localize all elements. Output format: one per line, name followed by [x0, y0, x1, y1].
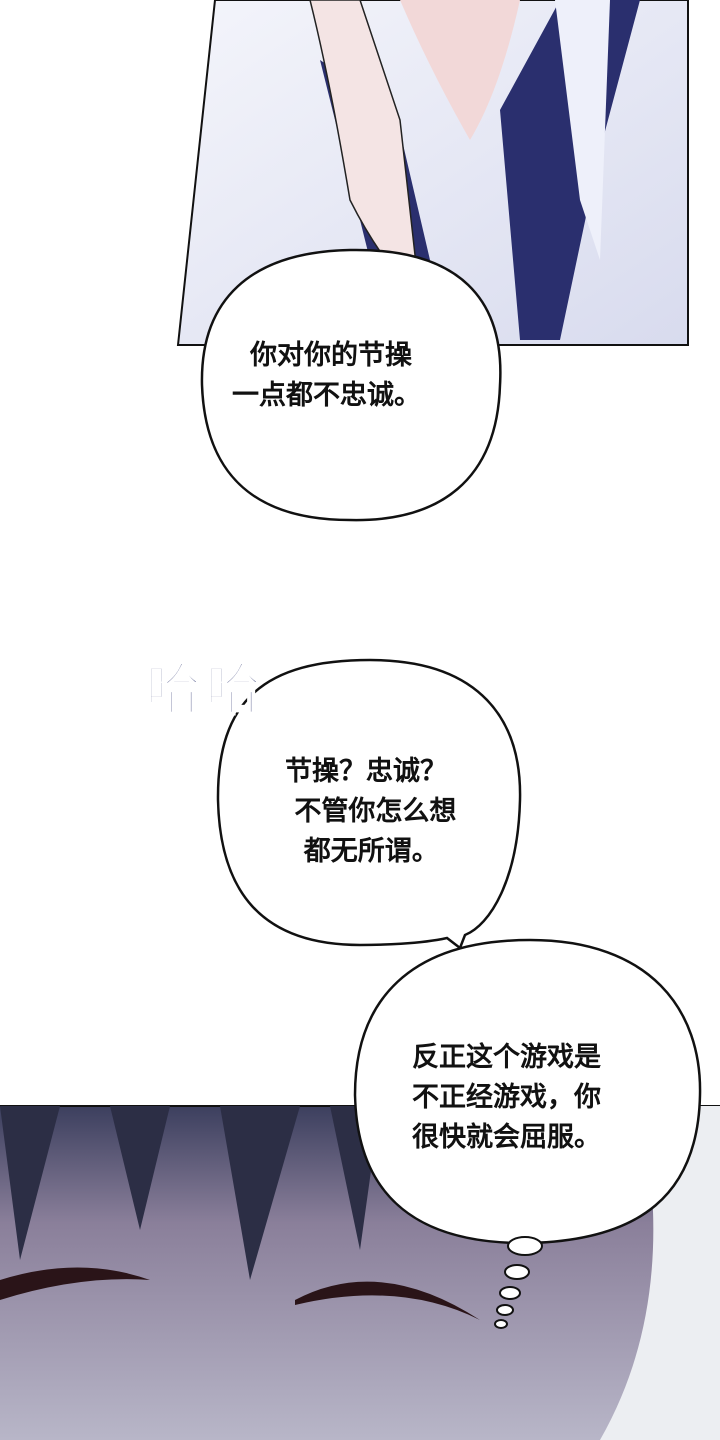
bubble-3-text: 反正这个游戏是不正经游戏，你很快就会屈服。	[412, 1038, 601, 1158]
speech-bubble-2	[216, 658, 522, 951]
bubble-3-line-1: 反正这个游戏是	[412, 1042, 601, 1073]
bubble-3-line-3: 很快就会屈服。	[412, 1122, 601, 1153]
bubble-2-text: 节操？忠诚？ 不管你怎么想 都无所谓。	[285, 752, 456, 872]
bubble-3-line-2: 不正经游戏，你	[412, 1082, 601, 1113]
thought-dots	[494, 1236, 543, 1329]
bubble-1-line-2: 一点都不忠诚。	[232, 380, 421, 411]
sound-effect-haha: 哈哈	[144, 657, 265, 724]
closed-eye-left	[0, 1267, 150, 1300]
bubble-2-line-3: 都无所谓。	[285, 836, 439, 867]
bubble-1-text: 你对你的节操一点都不忠诚。	[232, 336, 421, 416]
bubble-2-line-1: 节操？忠诚？	[285, 756, 447, 787]
speech-bubble-1	[200, 248, 502, 522]
closed-eye-right	[295, 1281, 480, 1320]
bubble-2-line-2: 不管你怎么想	[285, 796, 457, 827]
bubble-1-line-1: 你对你的节操	[250, 340, 412, 371]
